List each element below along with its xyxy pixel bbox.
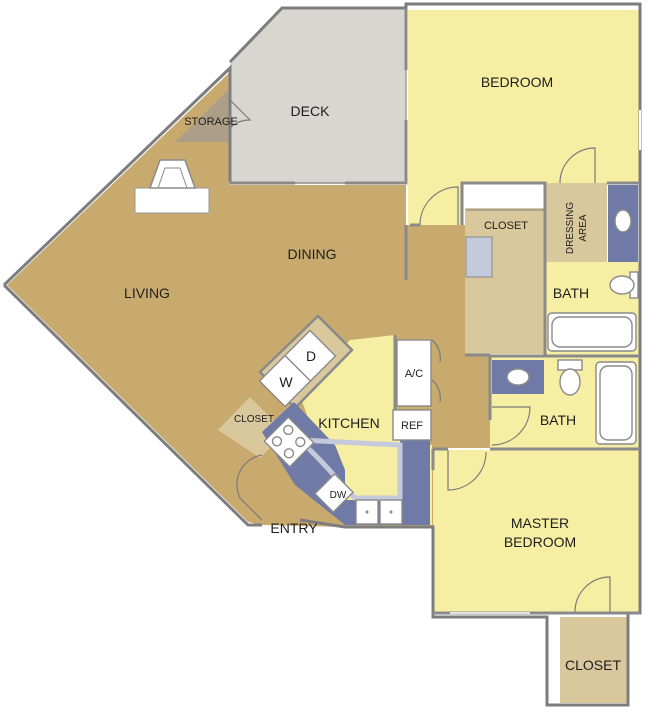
fireplace — [134, 159, 210, 214]
refrigerator — [392, 409, 432, 441]
exterior-wall-deck — [228, 6, 406, 64]
storage-door — [229, 99, 252, 129]
washer-label: W — [279, 374, 293, 390]
deck-floor — [230, 8, 406, 183]
lower-bath-label: BATH — [540, 412, 576, 428]
bedroom-closet-label: CLOSET — [484, 220, 528, 232]
kitchen-sink — [355, 499, 403, 525]
dressing-area-label-1: DRESSING — [565, 202, 576, 254]
ac-door — [431, 339, 441, 403]
dw-label: DW — [330, 490, 347, 501]
ref-label: REF — [401, 420, 423, 432]
entry-label: ENTRY — [270, 520, 318, 536]
toilet-lower — [557, 359, 583, 396]
bathtub-lower-inner — [599, 365, 633, 441]
bedroom-closet-door — [559, 147, 596, 184]
exterior-wall-west — [2, 64, 232, 287]
entry-door — [236, 454, 263, 521]
bedroom-label: BEDROOM — [481, 74, 553, 90]
dressing-area-label-2: AREA — [578, 214, 589, 242]
kitchen-counter-edge — [293, 437, 403, 501]
ac-label: A/C — [405, 368, 423, 380]
cooktop — [263, 416, 315, 468]
toilet-upper — [609, 271, 639, 299]
master-closet-floor — [560, 617, 628, 703]
bedroom-door — [419, 186, 459, 226]
exterior-wall-west-lower — [2, 283, 262, 527]
bedroom-closet-floor — [465, 208, 545, 354]
deck-label: DECK — [291, 103, 331, 119]
bathtub-upper-inner — [551, 316, 633, 348]
master-bedroom-label-1: MASTER — [511, 515, 569, 531]
master-closet-label: CLOSET — [565, 657, 621, 673]
deck-wall-right — [345, 120, 408, 185]
upper-bath-label: BATH — [553, 285, 589, 301]
lower-bath-sink — [506, 368, 530, 386]
dressing-sink — [614, 209, 632, 233]
exterior-wall-bedroom — [404, 2, 642, 182]
storage-label: STORAGE — [184, 116, 238, 128]
master-bedroom-floor — [433, 450, 640, 613]
storage-floor — [175, 88, 230, 142]
bath-door — [491, 406, 531, 446]
dressing-area-floor — [545, 183, 607, 263]
closet-outline — [460, 181, 547, 262]
master-closet-door — [574, 576, 611, 613]
closet-shelf-blue — [465, 236, 493, 278]
master-door — [447, 450, 487, 491]
dishwasher — [313, 472, 355, 514]
washer — [258, 354, 312, 408]
living-label: LIVING — [124, 285, 170, 301]
dryer-label: D — [306, 348, 316, 364]
kitchen-label: KITCHEN — [318, 415, 379, 431]
master-bedroom-label-2: BEDROOM — [504, 534, 576, 550]
dining-label: DINING — [288, 246, 337, 262]
entry-closet-label: CLOSET — [234, 414, 274, 425]
air-conditioner — [396, 339, 432, 407]
